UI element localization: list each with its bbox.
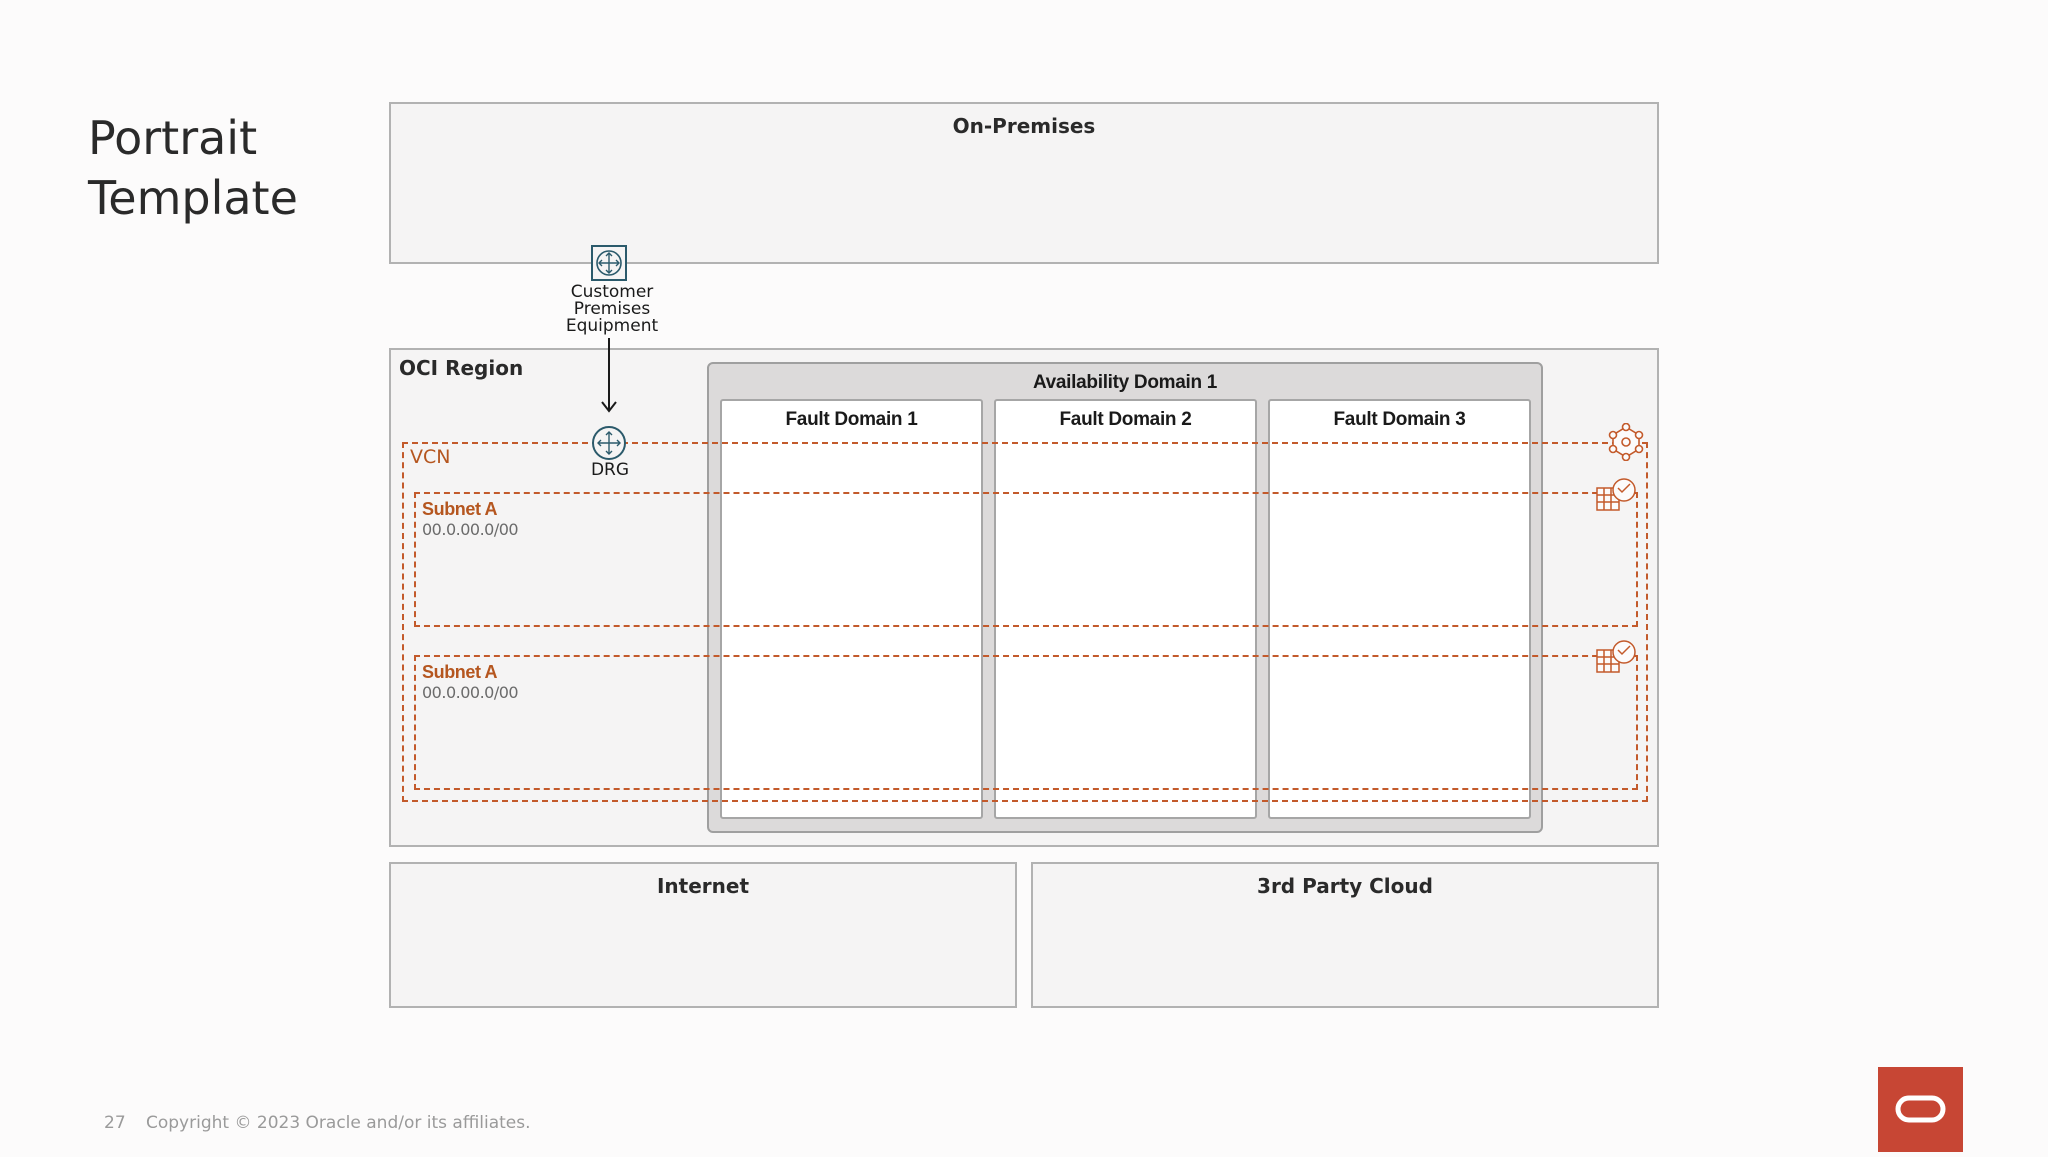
cpe-label: Customer Premises Equipment [565, 282, 659, 336]
vcn-label: VCN [410, 446, 451, 468]
subnet-2-name: Subnet A [422, 662, 498, 682]
fault-domain-3-box: Fault Domain 3 [1268, 399, 1531, 819]
internet-label: Internet [656, 874, 750, 898]
subnet-2-boundary [414, 655, 1638, 790]
drg-label: DRG [590, 460, 630, 480]
fault-domain-2-label: Fault Domain 2 [1059, 409, 1192, 430]
page-number: 27 [104, 1113, 126, 1133]
availability-domain-label: Availability Domain 1 [1032, 372, 1218, 393]
fault-domain-1-label: Fault Domain 1 [785, 409, 918, 430]
arrow-down-icon [601, 338, 617, 413]
oracle-logo-icon [1895, 1095, 1946, 1123]
third-party-cloud-label: 3rd Party Cloud [1257, 874, 1433, 898]
subnet-1-name: Subnet A [422, 499, 498, 519]
on-premises-label: On-Premises [952, 114, 1096, 138]
on-premises-box: On-Premises [389, 102, 1659, 264]
router-icon [591, 245, 627, 281]
slide-title: Portrait Template [88, 111, 298, 225]
fault-domain-2-box: Fault Domain 2 [994, 399, 1257, 819]
copyright-text: Copyright © 2023 Oracle and/or its affil… [146, 1113, 531, 1133]
third-party-cloud-box: 3rd Party Cloud [1031, 862, 1659, 1008]
fault-domain-1-box: Fault Domain 1 [720, 399, 983, 819]
fault-domain-3-label: Fault Domain 3 [1333, 409, 1466, 430]
oci-region-label: OCI Region [399, 356, 524, 380]
subnet-1-cidr: 00.0.00.0/00 [422, 520, 519, 539]
subnet-icon [1596, 478, 1636, 511]
subnet-icon [1596, 640, 1636, 673]
subnet-2-cidr: 00.0.00.0/00 [422, 683, 519, 702]
vcn-boundary [402, 442, 1648, 802]
subnet-1-boundary [414, 492, 1638, 627]
router-icon [592, 426, 626, 460]
internet-box: Internet [389, 862, 1017, 1008]
oracle-logo [1878, 1067, 1963, 1152]
vcn-network-icon [1608, 423, 1644, 461]
